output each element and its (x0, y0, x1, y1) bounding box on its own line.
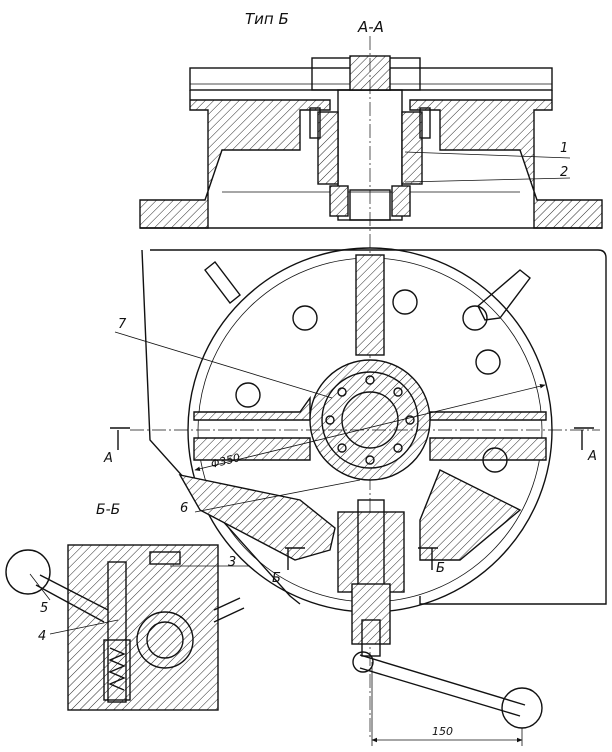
callout-7: 7 (118, 317, 127, 332)
cut-b-right: Б (436, 561, 445, 576)
section-bb-title: Б-Б (96, 502, 120, 518)
worm-housing (337, 511, 405, 593)
bearing-right (391, 185, 411, 217)
callout-4: 4 (38, 629, 46, 644)
casting-left (139, 90, 331, 229)
dimension-150: 150 (432, 725, 453, 738)
callout-6: 6 (180, 501, 188, 516)
leaders (29, 151, 594, 746)
bb-lever-ball (5, 549, 51, 595)
bb-worm-gear (136, 611, 194, 669)
section-bb (5, 544, 245, 711)
clamp-slot-left (204, 261, 241, 304)
section-aa-title: А-А (357, 18, 384, 36)
locking-arm (178, 473, 336, 561)
plan-view (130, 247, 607, 729)
callout-1: 1 (560, 141, 568, 156)
callout-5: 5 (40, 601, 48, 616)
handle-knob (501, 687, 543, 729)
bearing-left (329, 185, 349, 217)
callout-2: 2 (560, 165, 568, 180)
type-title: Тип Б (245, 10, 289, 28)
bb-body (67, 544, 219, 711)
bb-spring (108, 647, 126, 691)
centre-ring (309, 359, 431, 481)
callout-3: 3 (228, 555, 236, 570)
clamp-slot-right (477, 269, 531, 321)
crank-handle (359, 654, 526, 706)
cut-a-left: А (103, 451, 113, 466)
cut-b-left: Б (272, 571, 281, 586)
cut-a-right: А (587, 449, 597, 464)
casting-right (409, 90, 603, 229)
